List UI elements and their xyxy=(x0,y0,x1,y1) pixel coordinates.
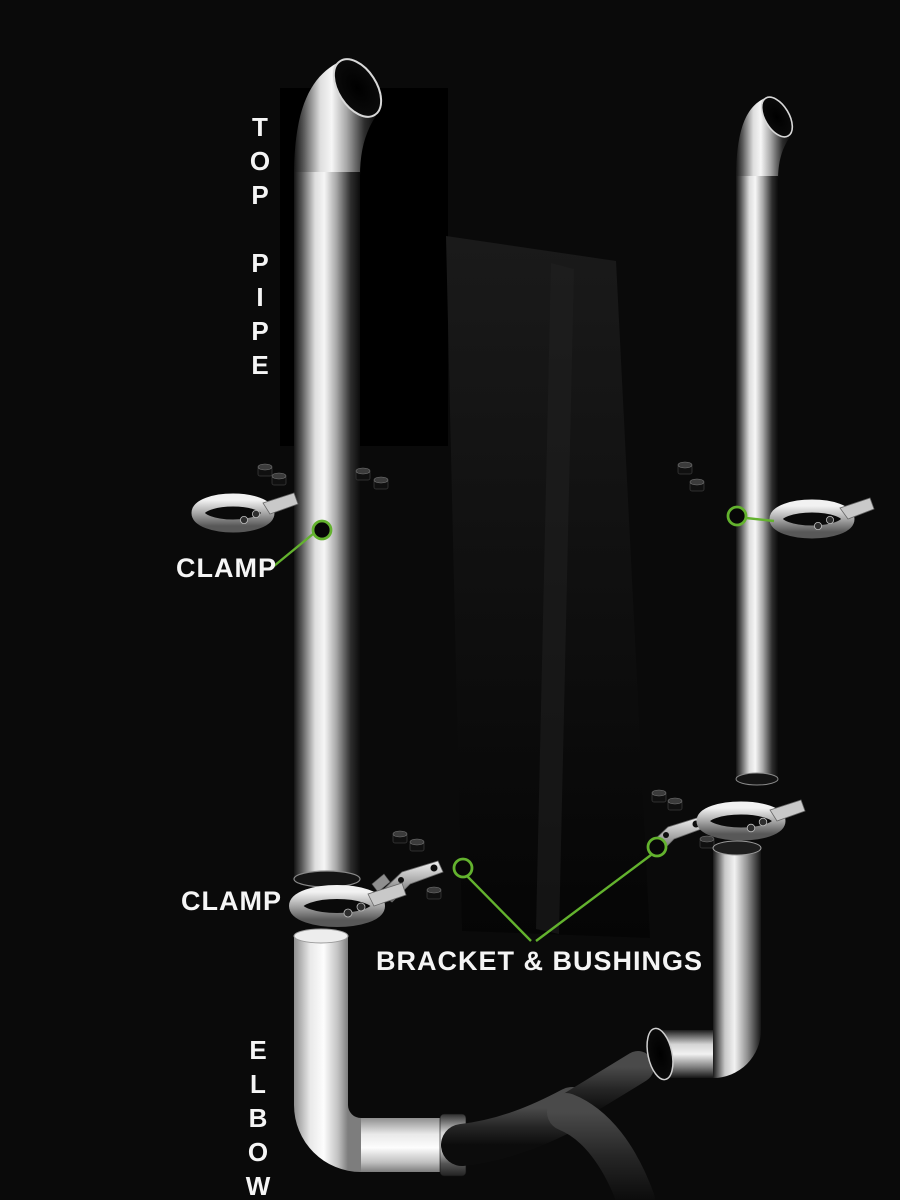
elbow-bend xyxy=(294,1105,361,1172)
clamp-lower-left xyxy=(289,882,407,927)
clamp-bolt xyxy=(814,522,823,531)
clamp-bracket-tab xyxy=(839,497,875,520)
bracket-hinge-plate xyxy=(371,873,391,893)
elbow-horizontal-tube xyxy=(361,1118,446,1172)
pipe-opening xyxy=(760,96,794,138)
bushing xyxy=(355,467,371,481)
bushing-top xyxy=(667,797,683,805)
bushing xyxy=(677,461,693,475)
elbow-top-rim xyxy=(712,840,762,856)
bracket-hole xyxy=(430,864,438,872)
clamp-bolt xyxy=(758,817,768,827)
bushing-top xyxy=(257,463,273,471)
clamp-bracket-tab xyxy=(769,799,806,822)
elbow-right xyxy=(646,840,762,1081)
bushing-top xyxy=(699,835,715,843)
bushing xyxy=(373,476,389,490)
bushing xyxy=(651,789,667,803)
clamp-bolt xyxy=(826,516,835,525)
loose-bushings-upper xyxy=(257,461,705,492)
bushing xyxy=(257,463,273,477)
clamp-upper-right xyxy=(769,497,875,539)
clamp-bracket-tab xyxy=(262,492,299,515)
clamp-bracket-tab xyxy=(367,882,407,907)
callouts xyxy=(273,505,775,942)
elbow-opening xyxy=(646,1027,674,1081)
elbow-vertical-tube xyxy=(294,936,348,1105)
clamp-bolt xyxy=(746,823,756,833)
callout-line-bracket-left xyxy=(466,875,532,942)
bushing-top xyxy=(426,886,442,894)
bushing xyxy=(667,797,683,811)
clamp-band xyxy=(696,801,786,841)
bushing-top xyxy=(271,472,287,480)
callout-dot-bracket-right xyxy=(646,836,668,858)
elbow-left xyxy=(293,928,467,1177)
bushing-top xyxy=(392,830,408,838)
bracket-hole xyxy=(663,832,669,838)
callout-dot-clamp-left xyxy=(311,519,333,541)
clamp-bolt xyxy=(343,908,353,918)
elbow-bend xyxy=(713,1030,761,1078)
label-elbow: ELBOW xyxy=(243,1035,273,1200)
bushing xyxy=(271,472,287,486)
bushing-top xyxy=(373,476,389,484)
clamp-bolt xyxy=(356,902,366,912)
bushing xyxy=(392,830,408,844)
panel-highlight-streak xyxy=(536,263,574,934)
callout-dot-clamp-right xyxy=(726,505,748,527)
pipe-body xyxy=(736,176,778,780)
bushing-top xyxy=(677,461,693,469)
bushing-top xyxy=(355,467,371,475)
clamp-upper-left xyxy=(191,492,299,533)
label-clamp-upper: CLAMP xyxy=(176,553,277,583)
clamp-lower-right xyxy=(696,799,806,841)
pipe-bottom-cut xyxy=(735,772,779,786)
top-pipe-right xyxy=(735,96,794,786)
pipe-opening xyxy=(332,58,383,118)
bushing xyxy=(426,886,442,900)
pipe-bottom-cut xyxy=(293,870,361,888)
label-top-pipe: TOP PIPE xyxy=(245,112,275,384)
bushing-top xyxy=(409,838,425,846)
backdrop xyxy=(280,88,650,938)
bushing-top xyxy=(689,478,705,486)
clamp-band xyxy=(289,885,385,927)
clamp-band xyxy=(191,493,275,533)
label-clamp-lower: CLAMP xyxy=(181,886,282,916)
elbow-top-rim xyxy=(293,928,349,944)
bushing xyxy=(699,835,715,849)
bracket-hole xyxy=(398,877,404,883)
clamp-bolt xyxy=(239,516,248,525)
callout-line-clamp-right xyxy=(745,516,775,523)
bushing xyxy=(689,478,705,492)
bushing xyxy=(409,838,425,852)
callout-line-clamp-left xyxy=(273,533,314,567)
callout-line-bracket-right xyxy=(535,854,652,942)
bushing-top xyxy=(651,789,667,797)
y-pipe xyxy=(441,1051,655,1200)
elbow-vertical-tube xyxy=(713,848,761,1030)
y-pipe-lower-branch xyxy=(547,1093,655,1200)
clamp-band xyxy=(769,499,855,539)
callout-dot-bracket-left xyxy=(452,857,474,879)
label-bracket-bushings: BRACKET & BUSHINGS xyxy=(376,946,704,976)
clamp-bolt xyxy=(251,509,260,518)
